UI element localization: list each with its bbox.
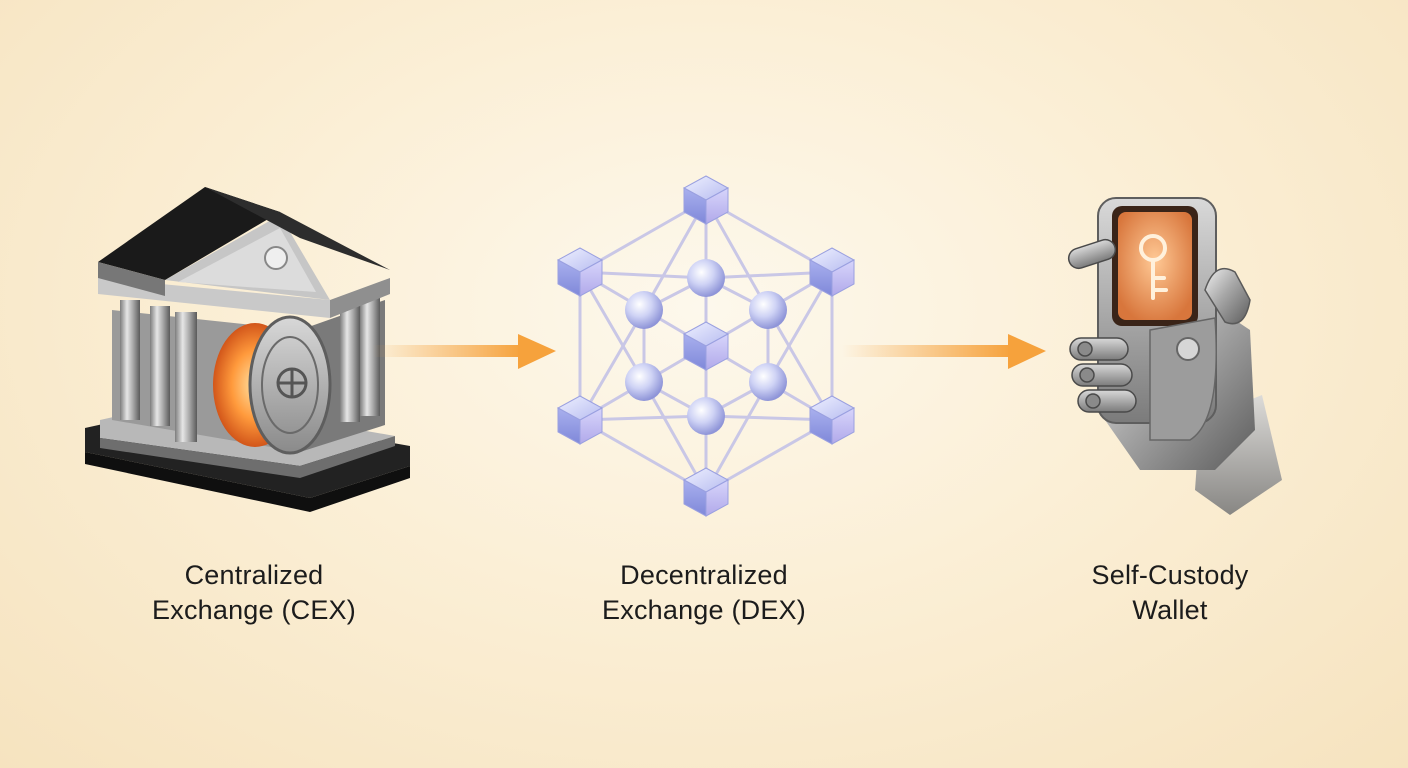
arrow-right-icon bbox=[840, 330, 1050, 374]
cex-title-line1: Centralized bbox=[104, 558, 404, 593]
cex-title-line2: Exchange (CEX) bbox=[104, 593, 404, 628]
arrow-right-icon bbox=[370, 330, 560, 374]
node-label-wallet: Self-Custody Wallet bbox=[1020, 558, 1320, 628]
wallet-title-line1: Self-Custody bbox=[1020, 558, 1320, 593]
dex-title-line2: Exchange (DEX) bbox=[554, 593, 854, 628]
node-label-cex: Centralized Exchange (CEX) bbox=[104, 558, 404, 628]
wallet-title-line2: Wallet bbox=[1020, 593, 1320, 628]
bank-vault-icon bbox=[80, 180, 420, 515]
node-label-dex: Decentralized Exchange (DEX) bbox=[554, 558, 854, 628]
hardware-wallet-hand-icon bbox=[1055, 185, 1290, 530]
network-cube-icon bbox=[540, 170, 870, 530]
dex-title-line1: Decentralized bbox=[554, 558, 854, 593]
